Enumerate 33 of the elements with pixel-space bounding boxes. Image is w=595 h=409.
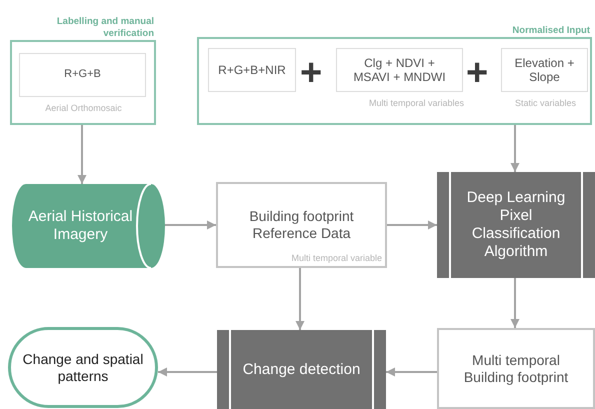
plus-sign: + [300, 54, 322, 92]
terminal-shape [8, 327, 158, 408]
predefined-process-box [437, 172, 595, 278]
node-caption: Static variables [514, 98, 578, 109]
node-caption: Multi temporal variables [368, 98, 464, 109]
node-caption: Multi temporal variable [291, 253, 382, 264]
node-text: R+G+B+NIR [218, 62, 286, 78]
node-caption: Aerial Orthomosaic [44, 103, 123, 114]
input-box [208, 48, 296, 92]
arrow [386, 368, 437, 376]
group-heading: Labelling and manual verification [56, 16, 154, 40]
arrow [387, 220, 437, 230]
node-text: Clg + NDVI + MSAVI + MNDWI [352, 56, 447, 84]
arrow [296, 268, 304, 330]
process-box [437, 328, 595, 409]
node-text: Elevation + Slope [514, 56, 576, 84]
node-text: Deep Learning Pixel Classification Algorithm [466, 189, 566, 261]
plus-sign: + [466, 54, 488, 92]
node-text: Building footprint Reference Data [248, 208, 355, 242]
arrow [510, 278, 520, 328]
arrow [510, 125, 520, 172]
node-text: R+G+B [64, 68, 101, 82]
node-text: Multi temporal Building footprint [462, 352, 570, 386]
predefined-process-box [217, 330, 386, 409]
arrow [158, 368, 217, 376]
arrow [78, 125, 86, 184]
group-heading: Normalised Input [512, 25, 590, 37]
arrow [165, 220, 216, 230]
data-store-cylinder [12, 184, 165, 268]
node-text: Aerial Historical Imagery [27, 208, 134, 244]
node-text: Change detection [242, 360, 360, 378]
node-text: Change and spatial patterns [22, 350, 144, 384]
process-box [216, 182, 387, 268]
